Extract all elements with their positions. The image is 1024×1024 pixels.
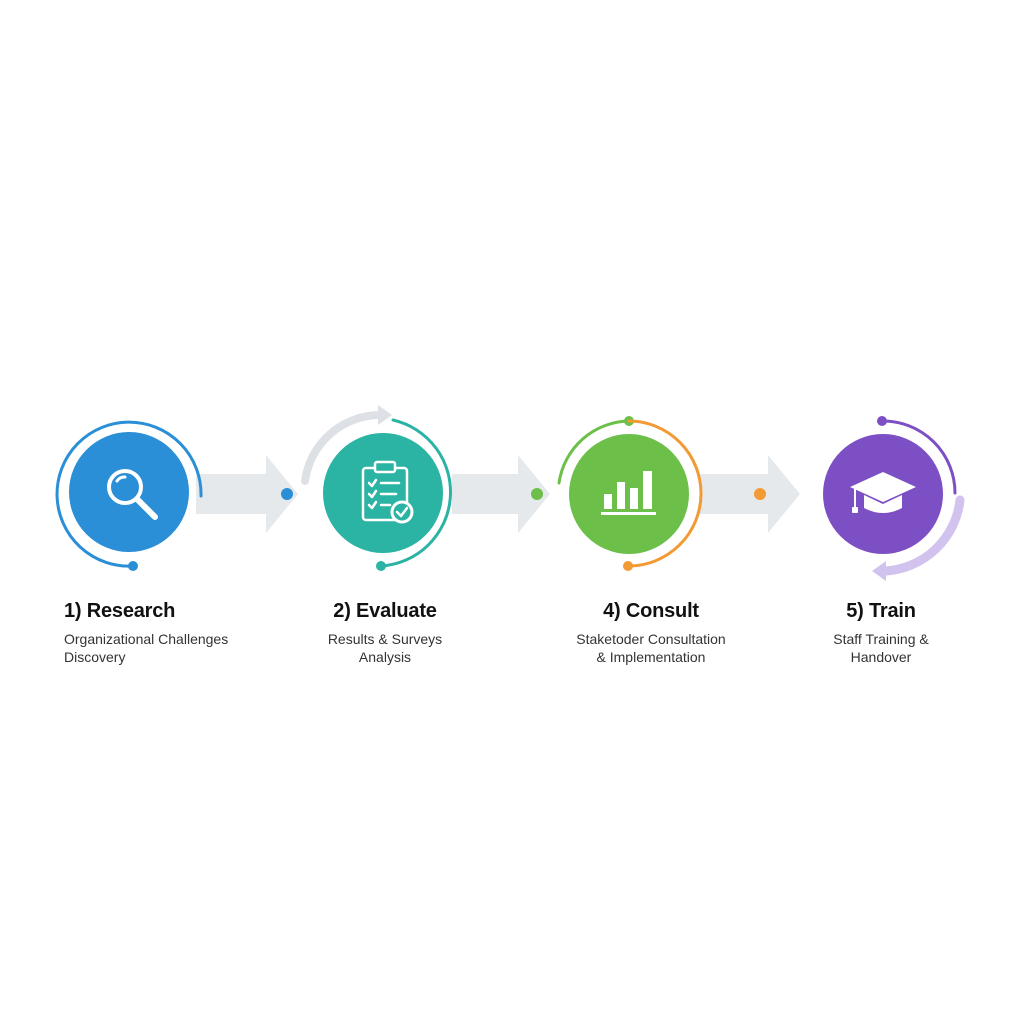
step-description-line1: Staff Training & [833, 631, 929, 647]
step-evaluate-text: 2) Evaluate Results & Surveys Analysis [270, 600, 500, 666]
step-title: 2) Evaluate [333, 600, 437, 622]
connector-dot-2 [531, 488, 543, 500]
step-train-node [823, 416, 965, 581]
step-description-line2: & Implementation [596, 649, 706, 665]
step-title: 1) Research [64, 600, 176, 622]
bar-chart-icon [601, 471, 656, 515]
connector-arrow-3 [700, 455, 800, 533]
step-description-line1: Results & Surveys [327, 631, 443, 647]
step-description-line2: Handover [850, 649, 912, 665]
connector-arrow-1 [196, 455, 298, 533]
step-train-text: 5) Train Staff Training & Handover [766, 600, 996, 666]
clipboard-check-icon [361, 460, 414, 524]
step-title: 5) Train [846, 600, 916, 622]
step-description-line2: Analysis [358, 649, 412, 665]
graduation-cap-icon [850, 472, 916, 513]
step-description-line1: Staketoder Consultation [576, 631, 726, 647]
step-description-line2: Discovery [64, 649, 126, 665]
connector-dot-1 [281, 488, 293, 500]
magnifier-icon [107, 469, 158, 520]
step-consult-node [557, 416, 703, 571]
step-evaluate-node [301, 405, 452, 571]
step-description-line1: Organizational Challenges [64, 631, 229, 647]
step-consult-text: 4) Consult Staketoder Consultation & Imp… [536, 600, 766, 666]
step-research-text: 1) Research Organizational Challenges Di… [64, 600, 294, 666]
step-title: 4) Consult [603, 600, 699, 622]
connector-arrow-2 [452, 455, 550, 533]
connector-dot-3 [754, 488, 766, 500]
step-research-node [55, 420, 203, 571]
